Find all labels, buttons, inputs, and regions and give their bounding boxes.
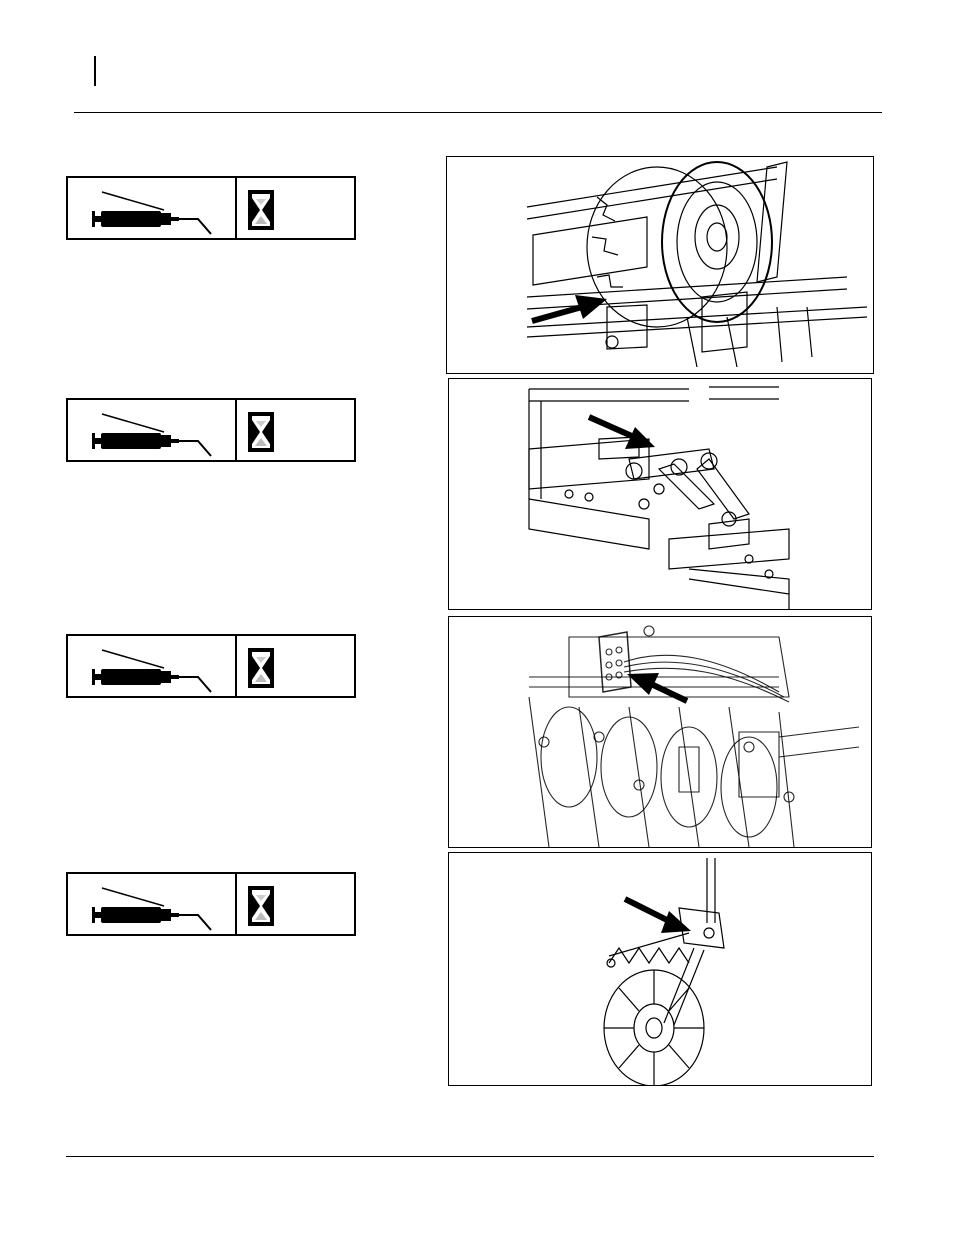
lube-box-divider: [235, 178, 237, 238]
wheel-pivot-illustration: [447, 157, 874, 374]
grease-gun-icon: [86, 878, 236, 934]
lubrication-symbol-box-2: [66, 398, 356, 462]
lube-box-divider: [235, 400, 237, 460]
header-rule: [74, 112, 882, 113]
footer-rule: [66, 1156, 874, 1157]
hourglass-icon: [248, 190, 274, 230]
hourglass-icon: [248, 412, 274, 452]
lubrication-symbol-box-1: [66, 176, 356, 240]
coulter-pivot-illustration: [449, 853, 872, 1086]
figure-coulter-pivot: [448, 852, 872, 1086]
grease-gun-icon: [86, 182, 236, 238]
grease-gun-icon: [86, 640, 236, 696]
lubrication-symbol-box-3: [66, 634, 356, 698]
lubrication-symbol-box-4: [66, 872, 356, 936]
grease-bank-illustration: [449, 617, 872, 848]
hourglass-icon: [248, 886, 274, 926]
grease-gun-icon: [86, 404, 236, 460]
lube-box-divider: [235, 636, 237, 696]
frame-hinge-illustration: [449, 379, 872, 610]
figure-grease-bank: [448, 616, 872, 848]
lube-box-divider: [235, 874, 237, 934]
header-margin-bar: [94, 56, 96, 86]
figure-frame-hinge: [448, 378, 872, 610]
hourglass-icon: [248, 648, 274, 688]
pointer-arrow-4: [625, 899, 691, 933]
figure-wheel-pivot: [446, 156, 874, 374]
